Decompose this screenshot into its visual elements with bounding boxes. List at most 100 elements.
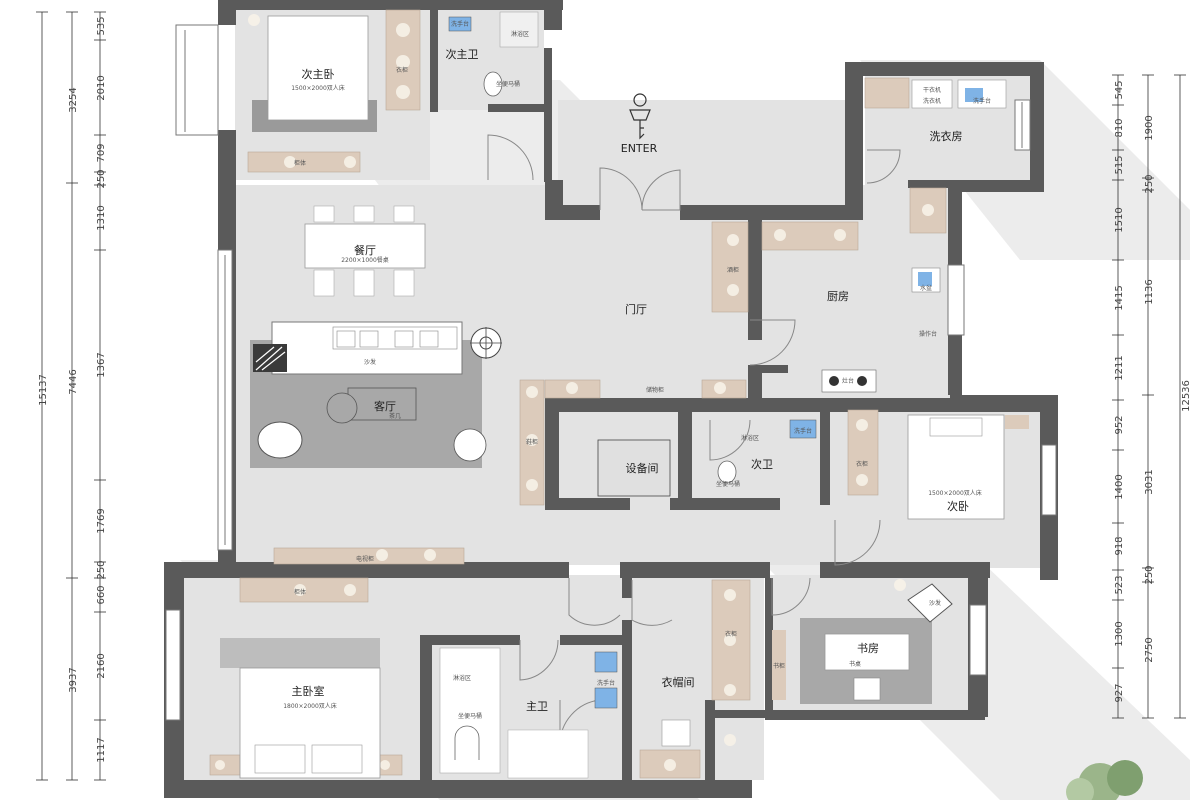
dim-left-inner-2: 709 (96, 143, 107, 162)
room-laundry: 洗衣房 (930, 129, 963, 143)
label-cabinet-top: 柜体 (294, 159, 306, 167)
master-basin-2 (594, 687, 618, 709)
entrance-label: ENTER (621, 142, 658, 155)
room-living: 客厅 (374, 399, 396, 413)
dim-right-inner-2: 515 (1114, 155, 1125, 174)
stove-burner-right (857, 376, 867, 386)
bed-second-master (267, 15, 369, 121)
dim-right-inner-0: 545 (1114, 80, 1125, 99)
toilet-icon (483, 71, 503, 97)
dim-right-inner-8: 918 (1114, 536, 1125, 555)
label-sink: 水盆 (920, 284, 932, 292)
dim-left-inner-10: 1117 (96, 737, 107, 762)
basin-icon (448, 16, 472, 32)
dim-right-mid-1: 250 (1144, 174, 1155, 193)
dim-left-total: 15137 (38, 374, 49, 406)
light-layer (215, 14, 934, 771)
room-foyer: 门厅 (625, 302, 647, 316)
master-basin-1 (594, 651, 618, 673)
label-shoe-cabinet: 鞋柜 (526, 438, 538, 446)
dim-right-inner-6: 952 (1114, 415, 1125, 434)
plant-icon (1066, 760, 1143, 800)
label-guest-basin: 洗手台 (794, 427, 812, 435)
label-sofa-living: 沙发 (364, 358, 376, 366)
shower-area (499, 11, 539, 48)
label-closet-wardrobe: 衣柜 (725, 630, 737, 638)
dim-right-inner-1: 810 (1114, 118, 1125, 137)
dim-right-mid-0: 1900 (1144, 115, 1155, 140)
label-washer: 洗衣机 (923, 97, 941, 105)
round-stool (326, 392, 358, 424)
window-layer (165, 24, 1057, 721)
master-pillow-left (254, 744, 306, 774)
label-tv-cabinet: 电视柜 (356, 555, 374, 563)
dim-right-total: 12536 (1181, 380, 1192, 412)
side-table-hatch (255, 346, 286, 371)
dim-left-inner-5: 1367 (96, 352, 107, 377)
label-coffee-table: 茶几 (389, 412, 401, 420)
label-bed-second-master: 1500×2000双人床 (291, 84, 345, 92)
sofa (271, 321, 463, 375)
dim-left-inner-0: 535 (96, 16, 107, 35)
label-storage: 储物柜 (646, 386, 664, 394)
label-dining-table: 2200×1000餐桌 (341, 256, 389, 264)
label-study-desk: 书桌 (849, 660, 861, 668)
dim-right-inner-4: 1415 (1114, 285, 1125, 310)
label-laundry-basin: 洗手台 (973, 97, 991, 105)
master-toilet (454, 725, 480, 760)
kitchen-sink-basin (918, 272, 932, 286)
room-master-bath: 主卫 (526, 700, 548, 713)
bed-second-pillow (929, 417, 983, 437)
dim-right-inner-10: 1300 (1114, 621, 1125, 646)
label-shower-top: 淋浴区 (511, 30, 529, 38)
dim-right-mid-2: 1136 (1144, 279, 1155, 304)
door-layer (487, 134, 901, 746)
label-dryer: 干衣机 (923, 86, 941, 94)
study-desk (824, 633, 910, 671)
dim-right-mid-4: 250 (1144, 565, 1155, 584)
laundry-sink-basin (965, 88, 983, 102)
dim-right-mid-5: 2750 (1144, 637, 1155, 662)
dim-left-inner-3: 250 (96, 169, 107, 188)
closet-island (661, 719, 691, 747)
side-stool (453, 428, 487, 462)
dim-left-inner-4: 1310 (96, 205, 107, 230)
study-chair (853, 677, 881, 701)
right-dimensions (1112, 74, 1186, 719)
dim-right-inner-3: 1510 (1114, 207, 1125, 232)
dim-right-inner-7: 1400 (1114, 474, 1125, 499)
label-toilet-top: 坐便马桶 (496, 80, 520, 88)
room-guest-bath: 次卫 (751, 457, 773, 471)
label-study-shelf: 书柜 (773, 662, 785, 670)
dim-left-inner-1: 2010 (96, 75, 107, 100)
dim-right-inner-9: 523 (1114, 575, 1125, 594)
label-wardrobe-top: 衣柜 (396, 66, 408, 74)
room-study: 书房 (857, 642, 879, 655)
label-master-shower: 淋浴区 (453, 674, 471, 682)
label-guest-shower: 淋浴区 (741, 434, 759, 442)
dining-set (304, 205, 426, 297)
lounge-chair (257, 421, 303, 459)
washer-icon (911, 79, 953, 109)
label-bed-second: 1500×2000双人床 (928, 489, 982, 497)
master-pillow-right (311, 744, 363, 774)
label-bed-master: 1800×2000双人床 (283, 702, 337, 710)
equipment-room-box (597, 439, 671, 497)
master-bath-vanity (507, 729, 589, 779)
study-armchair (907, 583, 953, 623)
dim-right-inner-11: 927 (1114, 683, 1125, 702)
room-walk-in-closet: 衣帽间 (662, 675, 695, 689)
guest-basin (789, 419, 817, 439)
stove-burner-left (829, 376, 839, 386)
wall-layer (164, 0, 1058, 798)
label-study-sofa: 沙发 (929, 599, 941, 607)
room-master-bedroom: 主卧室 (292, 684, 325, 698)
dim-left-inner-7: 250 (96, 560, 107, 579)
dim-left-mid-1: 7446 (68, 369, 79, 394)
dim-left-inner-6: 1769 (96, 508, 107, 533)
room-kitchen: 厨房 (827, 290, 849, 303)
label-pantry: 酒柜 (727, 266, 739, 274)
label-guest-toilet: 坐便马桶 (716, 480, 740, 488)
left-dimensions (36, 11, 106, 781)
